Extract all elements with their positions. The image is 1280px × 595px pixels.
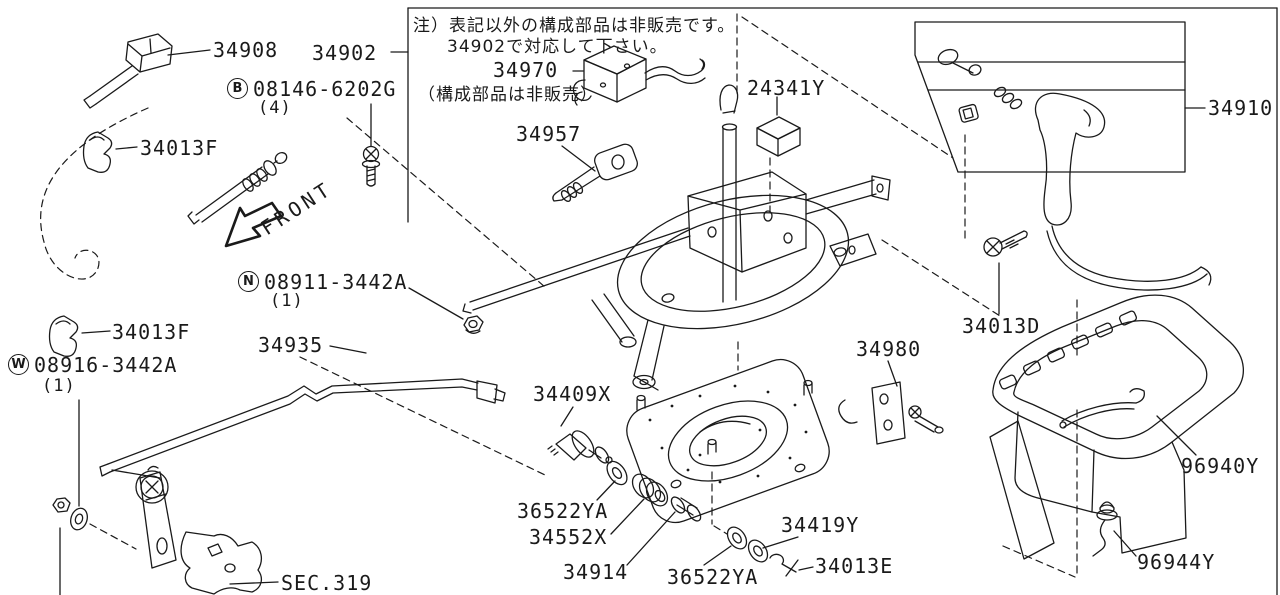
clip-34013F-lower-drawing — [48, 315, 79, 357]
callout-96940Y: 96940Y — [1181, 454, 1260, 478]
callout-34908: 34908 — [213, 38, 279, 62]
rod-34935-drawing — [99, 378, 506, 477]
callout-sec319: SEC.319 — [281, 571, 373, 595]
callout-bolt-08146: B 08146-6202G — [227, 78, 396, 99]
callout-34409X: 34409X — [533, 382, 612, 406]
callout-34970: 34970 — [493, 58, 559, 82]
front-arrow — [224, 201, 283, 248]
callout-24341Y: 24341Y — [747, 76, 826, 100]
shifter-base-34902-drawing — [462, 84, 891, 391]
callout-34013F-upper: 34013F — [140, 136, 219, 160]
block-24341Y-drawing — [756, 116, 801, 157]
callout-36522YA-lower: 36522YA — [667, 565, 759, 589]
solenoid-34970-drawing — [572, 45, 706, 106]
callout-34552X: 34552X — [529, 525, 608, 549]
bolt-08146-drawing — [361, 145, 381, 187]
callout-34935: 34935 — [258, 333, 324, 357]
callout-nut-08911: N 08911-3442A — [238, 271, 407, 292]
nut-qty: (1) — [270, 291, 304, 311]
circled-w-symbol: W — [8, 354, 29, 375]
sheet-frame — [407, 7, 1278, 595]
callout-34013D: 34013D — [962, 314, 1041, 338]
callout-36522YA-upper: 36522YA — [517, 499, 609, 523]
bolt-qty: (4) — [258, 98, 292, 118]
callout-34419Y: 34419Y — [781, 513, 860, 537]
note-line-2: 34902で対応して下さい。 — [447, 37, 668, 57]
callout-34957: 34957 — [516, 122, 582, 146]
note-line-1: 注）表記以外の構成部品は非販売です。 — [413, 16, 736, 36]
callout-washer-08916: W 08916-3442A — [8, 354, 177, 375]
lever-sec319-drawing — [111, 465, 263, 595]
nut-number: 08911-3442A — [264, 269, 408, 294]
callout-34970-note: （構成部品は非販売） — [418, 85, 598, 105]
callout-34013F-lower: 34013F — [112, 320, 191, 344]
cable-rod-end-drawing — [187, 152, 288, 225]
callout-34914: 34914 — [563, 560, 629, 584]
callout-96944Y: 96944Y — [1137, 550, 1216, 574]
washer-number: 08916-3442A — [34, 352, 178, 377]
control-cable-34908-drawing — [83, 33, 173, 109]
console-indicator-96940Y-drawing — [989, 294, 1244, 560]
screw-34013D-drawing — [983, 230, 1028, 257]
callout-34013E: 34013E — [815, 554, 894, 578]
washer-qty: (1) — [42, 376, 76, 396]
washer-nut-08916-drawing — [52, 497, 88, 531]
screw-34957-drawing — [552, 143, 638, 202]
bracket-34980-drawing — [838, 381, 944, 445]
switch-34409X-chain-drawing — [547, 430, 799, 577]
circled-n-symbol: N — [238, 271, 259, 292]
base-plate-drawing — [626, 358, 830, 524]
clip-34013F-upper-drawing — [82, 131, 113, 173]
grommet-96944Y-drawing — [1092, 501, 1118, 557]
circled-b-symbol: B — [227, 78, 248, 99]
knob-kit-34910-drawing — [914, 21, 1212, 291]
nut-08911-drawing — [463, 315, 484, 334]
callout-34980: 34980 — [856, 337, 922, 361]
callout-34910: 34910 — [1208, 96, 1274, 120]
bolt-number: 08146-6202G — [253, 76, 397, 101]
dashed-guides — [40, 13, 1078, 578]
callout-34902: 34902 — [312, 41, 378, 65]
